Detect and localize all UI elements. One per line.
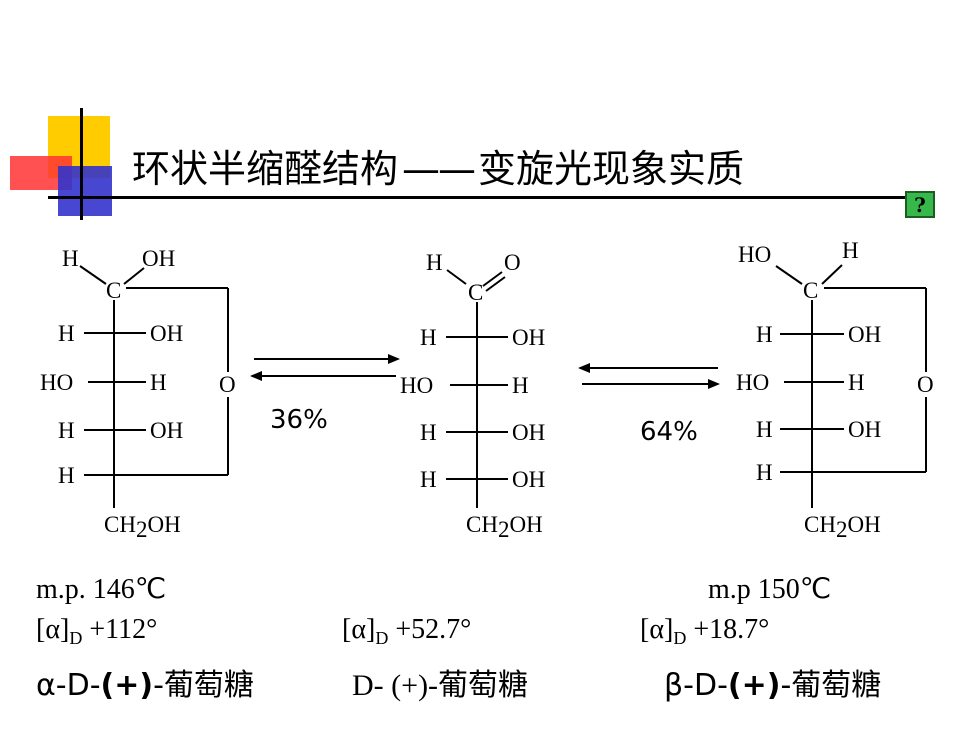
beta-row2-right: H (848, 370, 865, 395)
beta-percentage: 64% (640, 417, 698, 447)
beta-glucose-name: β-D-(+)-葡萄糖 (664, 668, 882, 703)
alpha-row1-left: H (58, 321, 75, 346)
alpha-row4-left: H (58, 463, 75, 488)
beta-melting-point: m.p 150℃ (708, 574, 832, 605)
beta-row4-left: H (756, 460, 773, 485)
arrow-right-head-1 (388, 354, 400, 364)
beta-row1-left: H (756, 322, 773, 347)
alpha-row1-right: OH (150, 321, 183, 346)
help-button[interactable]: ? (905, 191, 935, 218)
beta-row2-left: HO (736, 370, 769, 395)
open-row2-left: HO (400, 373, 433, 398)
title-main: 环状半缩醛结构 (132, 147, 399, 191)
arrow-left-head-1 (250, 371, 262, 381)
open-c1-h: H (426, 250, 443, 275)
beta-c1-ho: HO (738, 242, 771, 267)
title-underline (48, 196, 928, 199)
alpha-row2-right: H (150, 370, 167, 395)
beta-ring-o: O (917, 372, 934, 397)
open-specific-rotation: [α]D +52.7° (342, 614, 472, 648)
beta-row3-left: H (756, 417, 773, 442)
title-sub: 变旋光现象实质 (478, 147, 745, 191)
open-glucose-name: D- (+)-葡萄糖 (352, 669, 529, 702)
alpha-specific-rotation: [α]D +112° (36, 614, 158, 648)
open-row1-right: OH (512, 325, 545, 350)
alpha-bottom-group: CH2OH (104, 512, 181, 542)
beta-row3-right: OH (848, 417, 881, 442)
alpha-row3-right: OH (150, 418, 183, 443)
open-row2-right: H (512, 373, 529, 398)
beta-specific-rotation: [α]D +18.7° (640, 614, 770, 648)
arrow-right-head-2 (708, 379, 720, 389)
page-title: 环状半缩醛结构——变旋光现象实质 (132, 138, 744, 193)
alpha-melting-point: m.p. 146℃ (36, 574, 167, 605)
beta-row1-right: OH (848, 322, 881, 347)
open-row4-right: OH (512, 467, 545, 492)
logo-blue-square (58, 166, 112, 216)
alpha-glucose-name: α-D-(+)-葡萄糖 (36, 668, 254, 703)
logo-vertical-bar (80, 108, 83, 220)
beta-c1-h: H (842, 238, 859, 263)
alpha-row2-left: HO (40, 370, 73, 395)
open-c1-o: O (504, 250, 521, 275)
beta-bottom-group: CH2OH (804, 512, 881, 542)
title-dash: —— (402, 147, 476, 191)
beta-c1-c: C (803, 278, 818, 303)
open-row4-left: H (420, 467, 437, 492)
alpha-c1-oh: OH (142, 246, 175, 271)
alpha-c1-h: H (62, 246, 79, 271)
open-row3-left: H (420, 420, 437, 445)
arrow-left-head-2 (578, 363, 590, 373)
alpha-ring-o: O (219, 372, 236, 397)
open-row3-right: OH (512, 420, 545, 445)
alpha-row3-left: H (58, 418, 75, 443)
open-row1-left: H (420, 325, 437, 350)
alpha-percentage: 36% (270, 405, 328, 435)
alpha-c1-c: C (106, 278, 121, 303)
open-bottom-group: CH2OH (466, 512, 543, 542)
open-c1-c: C (468, 280, 483, 305)
